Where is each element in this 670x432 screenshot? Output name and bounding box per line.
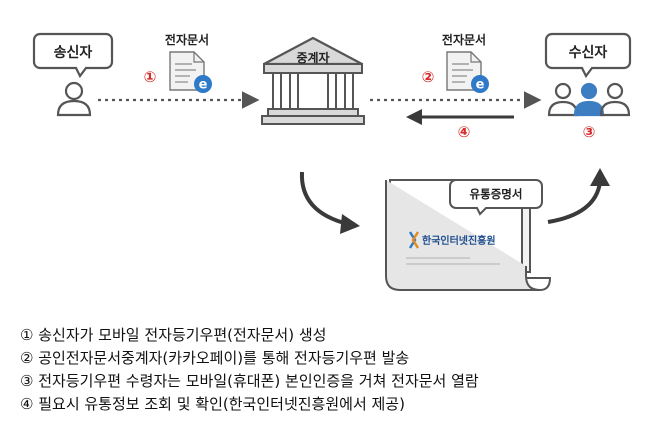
badge-letter-right: e xyxy=(476,78,485,93)
step-3-marker: ③ xyxy=(583,123,596,141)
document-label-right: 전자문서 xyxy=(442,32,486,47)
curve-arrow-up xyxy=(547,181,602,224)
certificate-bubble: 유통증명서 xyxy=(449,179,543,216)
people-group-icon xyxy=(547,82,631,117)
sender-bubble: 송신자 xyxy=(32,32,114,79)
certificate-label: 유통증명서 xyxy=(470,187,523,201)
receiver-bubble: 수신자 xyxy=(544,32,632,79)
step-2-marker: ② xyxy=(422,68,435,86)
kisa-logo-icon: 한국인터넷진흥원 xyxy=(408,231,496,249)
document-label-left: 전자문서 xyxy=(165,32,209,47)
sender-label: 송신자 xyxy=(54,45,93,61)
receiver-label: 수신자 xyxy=(569,45,608,61)
person-icon xyxy=(56,81,92,117)
caption-list: ① 송신자가 모바일 전자등기우편(전자문서) 생성 ② 공인전자문서중계자(카… xyxy=(20,324,479,416)
step-4-marker: ④ xyxy=(458,123,471,141)
broker-label: 중계자 xyxy=(296,50,329,65)
curve-arrow-down xyxy=(299,171,349,226)
caption-item: ③ 전자등기우편 수령자는 모바일(휴대폰) 본인인증을 거쳐 전자문서 열람 xyxy=(20,372,479,390)
caption-item: ④ 필요시 유통정보 조회 및 확인(한국인터넷진흥원에서 제공) xyxy=(20,395,405,413)
kisa-logo-text: 한국인터넷진흥원 xyxy=(422,234,496,247)
caption-item: ① 송신자가 모바일 전자등기우편(전자문서) 생성 xyxy=(20,326,327,344)
curve-arrow-up-head xyxy=(590,168,610,186)
arrow-receiver-to-broker xyxy=(406,109,514,125)
e-badge-icon: e xyxy=(194,75,212,93)
flow-diagram: 송신자 ① 전자문서 e 중계자 ② 전자문서 xyxy=(32,32,632,291)
badge-letter-left: e xyxy=(199,78,208,93)
caption-item: ② 공인전자문서중계자(카카오페이)를 통해 전자등기우편 발송 xyxy=(20,349,410,367)
step-1-marker: ① xyxy=(144,68,157,86)
building-icon xyxy=(261,36,365,125)
curve-arrow-down-head xyxy=(340,214,360,234)
e-badge-icon: e xyxy=(471,75,489,93)
